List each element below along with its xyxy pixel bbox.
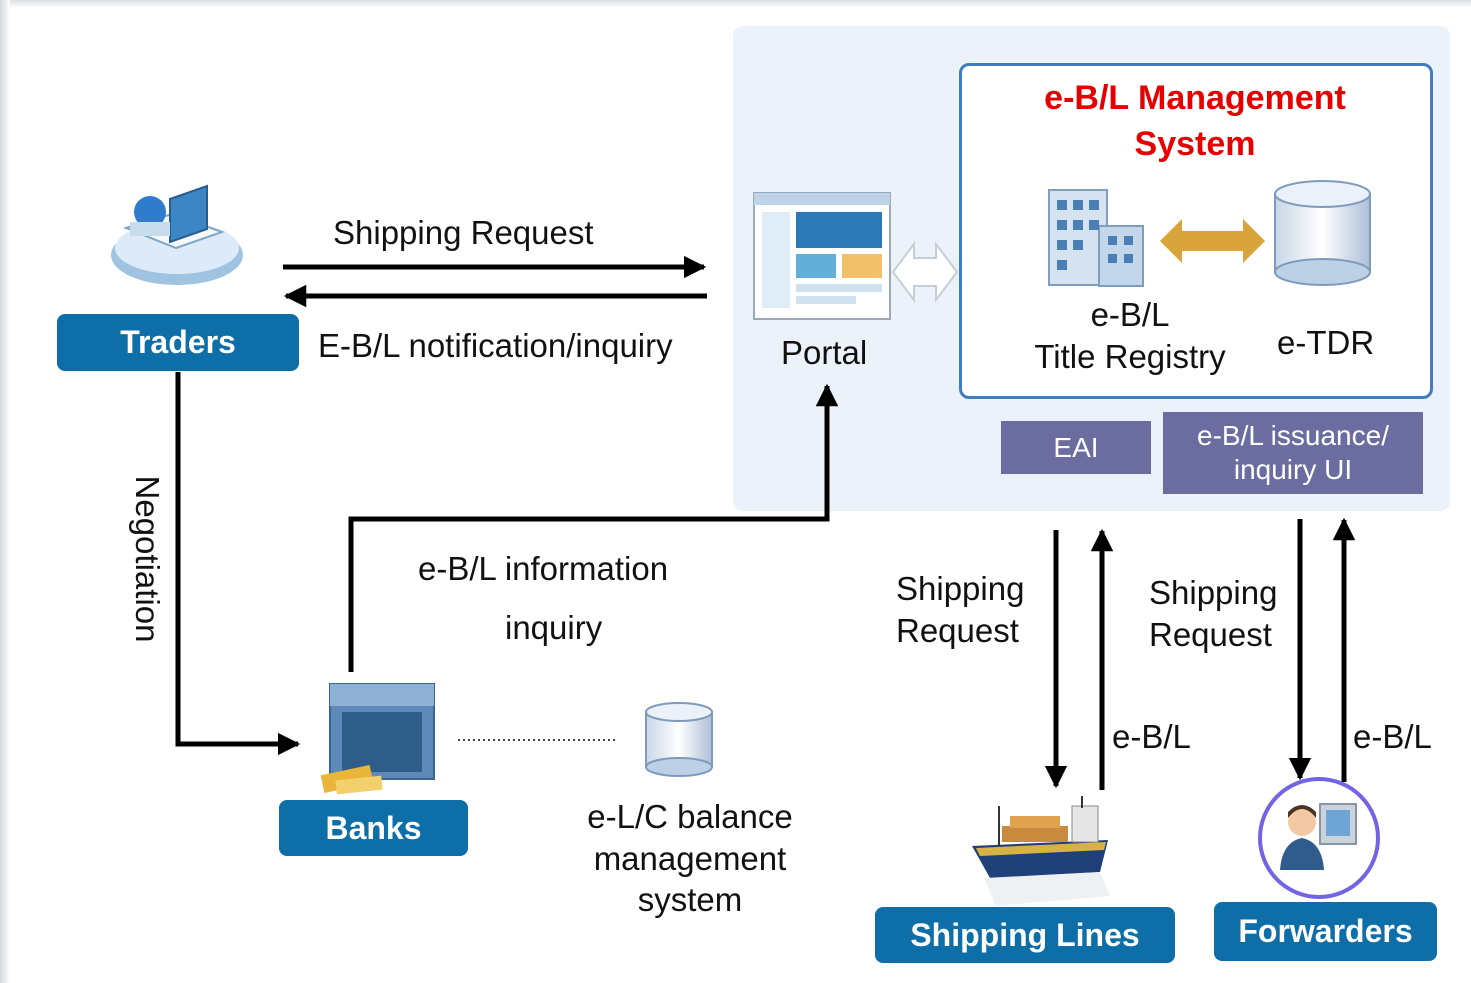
- forwarders-badge[interactable]: Forwarders: [1214, 902, 1437, 961]
- shipping-lines-request-label: Shipping Request: [896, 568, 1024, 651]
- issuance-ui-label: e-B/L issuance/ inquiry UI: [1197, 419, 1389, 486]
- forwarders-ebl-label: e-B/L: [1353, 718, 1432, 755]
- traders-computer-icon: [111, 184, 243, 285]
- eai-label: EAI: [1053, 431, 1099, 463]
- fw-request-line2: Request: [1149, 615, 1272, 653]
- ship-icon: [972, 796, 1110, 906]
- portal-webpage-icon: [753, 192, 891, 320]
- ebl-management-title-line2: System: [1134, 124, 1256, 163]
- shipping-request-label: Shipping Request: [333, 214, 594, 251]
- info-inquiry-line2: inquiry: [505, 609, 603, 646]
- etdr-label: e-TDR: [1277, 324, 1375, 361]
- issuance-ui-box[interactable]: e-B/L issuance/ inquiry UI: [1163, 412, 1423, 494]
- forwarder-person-icon: [1258, 777, 1380, 899]
- negotiation-arrow: [175, 372, 301, 756]
- sl-request-line1: Shipping: [896, 570, 1025, 607]
- shipping-lines-badge[interactable]: Shipping Lines: [875, 907, 1175, 963]
- traders-label: Traders: [120, 324, 236, 360]
- lc-system-line3: system: [637, 881, 743, 919]
- portal-system-arrow: [891, 241, 959, 303]
- title-registry-label-line1: e-B/L: [1090, 296, 1170, 333]
- lc-system-label: e-L/C balance management system: [560, 796, 820, 921]
- fw-request-line1: Shipping: [1149, 574, 1278, 611]
- shipping-lines-label: Shipping Lines: [910, 916, 1140, 953]
- registry-tdr-exchange-arrow: [1160, 219, 1265, 263]
- lc-system-line1: e-L/C balance: [587, 798, 793, 835]
- left-edge-shade: [0, 0, 10, 983]
- eai-box: EAI: [1001, 421, 1151, 474]
- lc-system-database-icon: [645, 702, 713, 777]
- title-registry-building-icon: [1048, 189, 1144, 287]
- forwarders-label: Forwarders: [1238, 913, 1413, 949]
- traders-badge[interactable]: Traders: [57, 314, 299, 371]
- banks-vault-icon: [320, 683, 435, 795]
- banks-label: Banks: [325, 809, 422, 846]
- shipping-lines-ebl-label: e-B/L: [1112, 718, 1191, 755]
- forwarders-request-label: Shipping Request: [1149, 572, 1277, 655]
- sl-request-line2: Request: [896, 611, 1019, 649]
- etdr-database-icon: [1274, 180, 1371, 286]
- issuance-ui-line1: e-B/L issuance/: [1197, 420, 1389, 452]
- ebl-management-title-line1: e-B/L Management: [1044, 79, 1346, 117]
- info-inquiry-arrow: [348, 383, 839, 672]
- title-registry-label: e-B/L Title Registry: [1010, 294, 1250, 377]
- title-registry-label-line2: Title Registry: [1034, 337, 1226, 375]
- info-inquiry-line1: e-B/L information: [418, 550, 669, 587]
- issuance-ui-line2: inquiry UI: [1233, 454, 1353, 485]
- ebl-management-title: e-B/L Management System: [985, 76, 1405, 168]
- banks-badge[interactable]: Banks: [279, 800, 468, 856]
- notification-label: E-B/L notification/inquiry: [318, 327, 673, 364]
- top-edge-shade: [0, 0, 1471, 8]
- lc-system-line2: management: [593, 839, 787, 877]
- portal-label: Portal: [781, 334, 868, 371]
